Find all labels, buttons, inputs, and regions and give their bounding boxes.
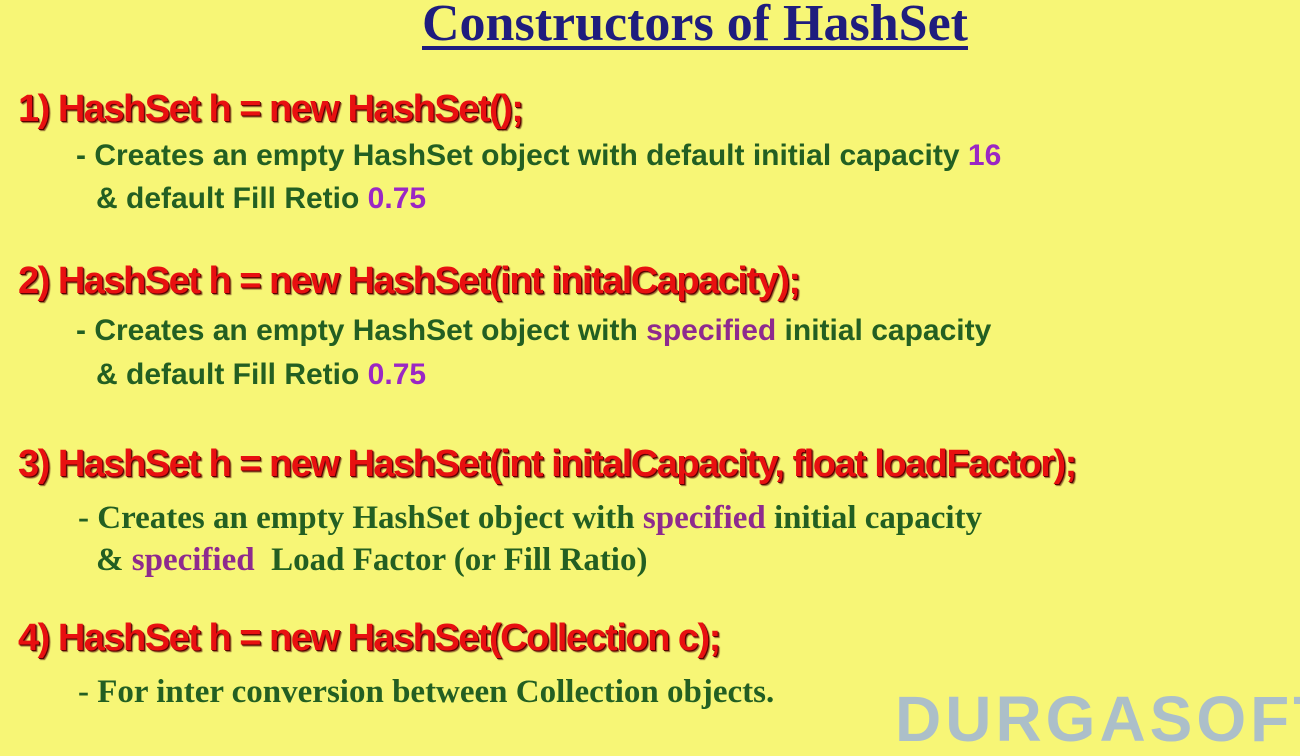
constructor-3-signature: 3) HashSet h = new HashSet(int initalCap… (18, 443, 1077, 485)
description-text: & default Fill Retio (96, 358, 368, 391)
constructor-3-description-line-1: - Creates an empty HashSet object with s… (78, 500, 982, 537)
page-title: Constructors of HashSet (422, 0, 968, 52)
description-text: initial capacity (776, 314, 992, 347)
constructor-2-description-line-2: & default Fill Retio 0.75 (96, 358, 426, 392)
description-text: & (96, 542, 132, 578)
constructor-4-signature: 4) HashSet h = new HashSet(Collection c)… (18, 617, 721, 659)
constructor-4-description-line-1: - For inter conversion between Collectio… (78, 674, 774, 711)
constructor-3-description-line-2: & specified Load Factor (or Fill Ratio) (96, 542, 647, 579)
constructor-2-signature: 2) HashSet h = new HashSet(int initalCap… (18, 260, 801, 302)
description-text: - For inter conversion between Collectio… (78, 674, 775, 710)
highlight-specified: specified (646, 314, 777, 347)
highlight-specified: specified (642, 500, 766, 536)
constructor-1-description-line-1: - Creates an empty HashSet object with d… (76, 139, 1001, 173)
constructor-1-signature: 1) HashSet h = new HashSet(); (18, 88, 524, 130)
description-text: - Creates an empty HashSet object with d… (76, 139, 968, 172)
capacity-value: 16 (967, 139, 1002, 172)
constructor-1-description-line-2: & default Fill Retio 0.75 (96, 182, 426, 216)
highlight-specified: specified (131, 542, 255, 578)
description-text: - Creates an empty HashSet object with (78, 500, 643, 536)
fill-ratio-value: 0.75 (367, 358, 427, 391)
description-text: & default Fill Retio (96, 182, 368, 215)
watermark-logo: DURGASOFT (895, 683, 1300, 755)
description-text: Load Factor (or Fill Ratio) (254, 542, 648, 578)
description-text: initial capacity (765, 500, 983, 536)
constructor-2-description-line-1: - Creates an empty HashSet object with s… (76, 314, 991, 348)
description-text: - Creates an empty HashSet object with (76, 314, 647, 347)
fill-ratio-value: 0.75 (367, 182, 427, 215)
